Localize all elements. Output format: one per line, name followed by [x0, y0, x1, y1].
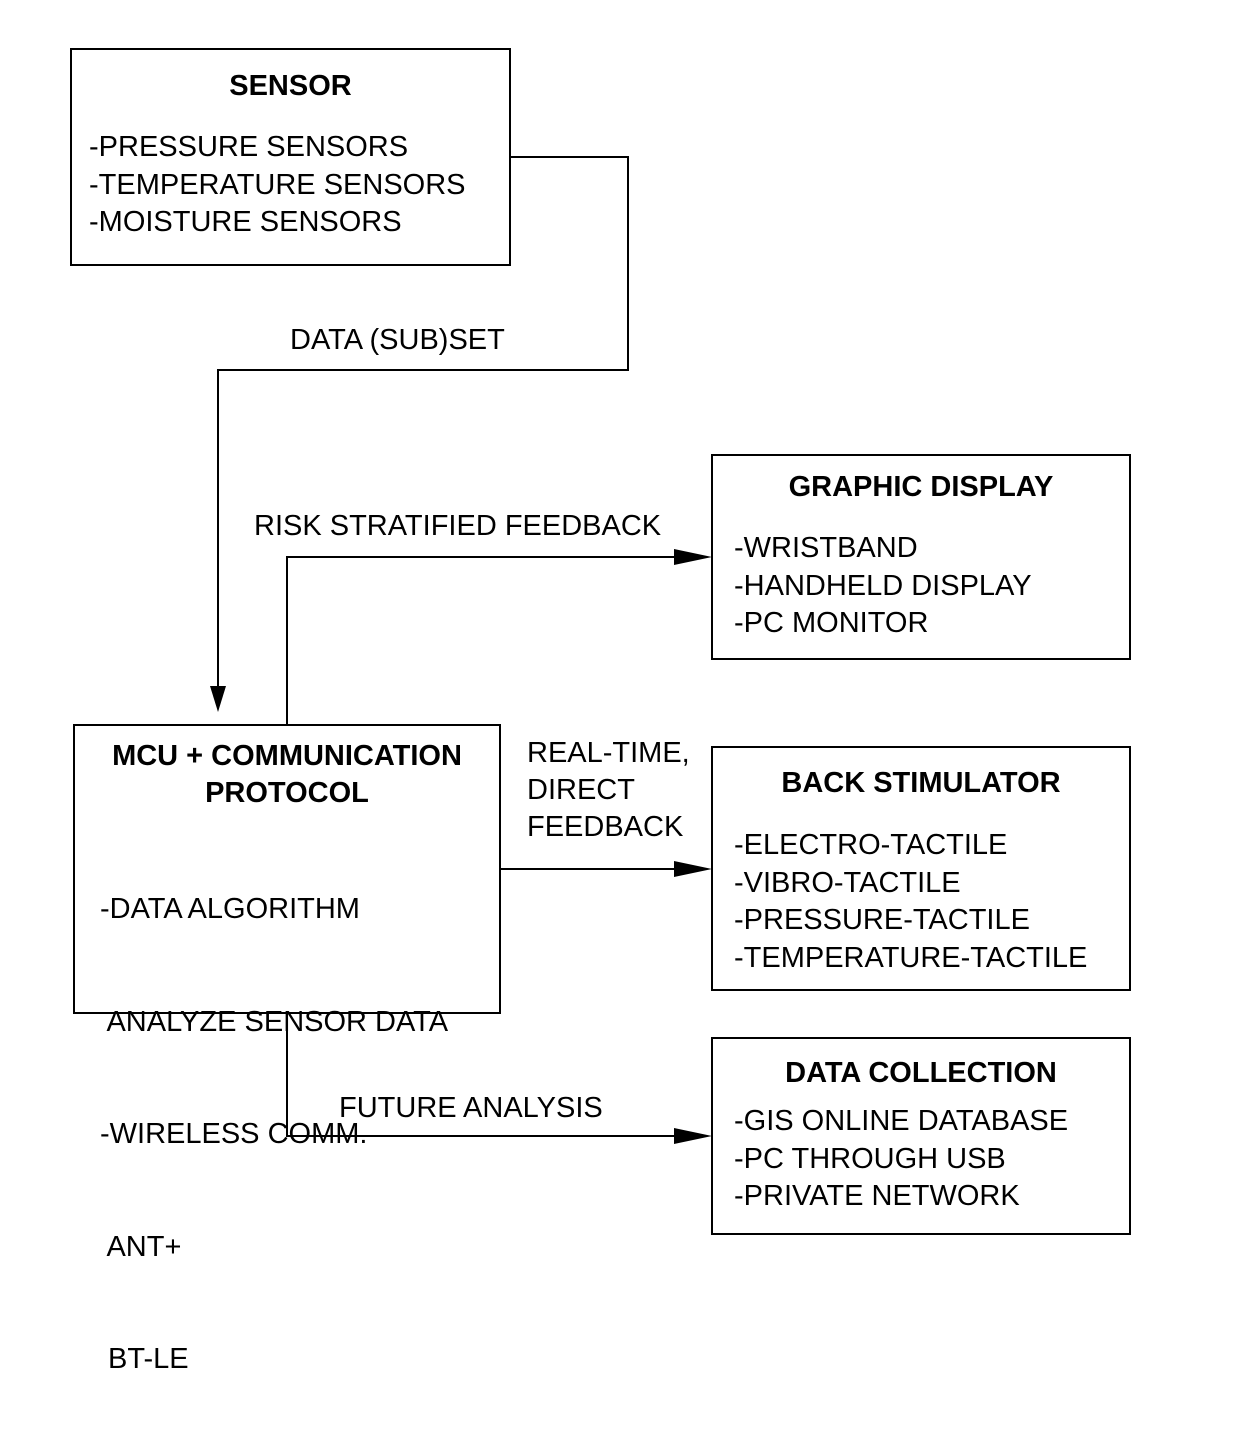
arrowhead-into-stimulator: [674, 861, 712, 877]
edge-label-future-analysis: FUTURE ANALYSIS: [339, 1090, 603, 1127]
mcu-title-line1: MCU + COMMUNICATION: [75, 738, 499, 775]
list-item: -GIS ONLINE DATABASE: [734, 1103, 1068, 1141]
graphic-display-title: GRAPHIC DISPLAY: [713, 469, 1129, 506]
list-item: BT-LE: [100, 1341, 448, 1379]
list-item: -TEMPERATURE-TACTILE: [734, 940, 1087, 978]
list-item: ANALYZE SENSOR DATA: [100, 1004, 448, 1042]
graphic-display-box: GRAPHIC DISPLAY -WRISTBAND -HANDHELD DIS…: [711, 454, 1131, 660]
mcu-title-line2: PROTOCOL: [75, 775, 499, 812]
edge-label-line: FEEDBACK: [527, 809, 690, 846]
list-item: -MOISTURE SENSORS: [89, 204, 466, 242]
back-stimulator-title: BACK STIMULATOR: [713, 765, 1129, 802]
list-item: -VIBRO-TACTILE: [734, 865, 1087, 903]
sensor-item-list: -PRESSURE SENSORS -TEMPERATURE SENSORS -…: [89, 129, 466, 242]
arrowhead-into-mcu: [210, 686, 226, 712]
sensor-title: SENSOR: [72, 68, 509, 105]
list-item: -PRESSURE SENSORS: [89, 129, 466, 167]
mcu-box: MCU + COMMUNICATION PROTOCOL -DATA ALGOR…: [73, 724, 501, 1014]
list-item: -PC THROUGH USB: [734, 1141, 1068, 1179]
edge-label-realtime-feedback: REAL-TIME, DIRECT FEEDBACK: [527, 735, 690, 846]
edge-label-risk-stratified-feedback: RISK STRATIFIED FEEDBACK: [254, 508, 661, 545]
back-stimulator-item-list: -ELECTRO-TACTILE -VIBRO-TACTILE -PRESSUR…: [734, 827, 1087, 977]
list-item: -HANDHELD DISPLAY: [734, 568, 1032, 606]
list-item: -PC MONITOR: [734, 605, 1032, 643]
arrowhead-into-collection: [674, 1128, 712, 1144]
list-item: -DATA ALGORITHM: [100, 891, 448, 929]
data-collection-box: DATA COLLECTION -GIS ONLINE DATABASE -PC…: [711, 1037, 1131, 1235]
arrowhead-into-display: [674, 549, 712, 565]
data-collection-item-list: -GIS ONLINE DATABASE -PC THROUGH USB -PR…: [734, 1103, 1068, 1216]
list-item: -WRISTBAND: [734, 530, 1032, 568]
back-stimulator-box: BACK STIMULATOR -ELECTRO-TACTILE -VIBRO-…: [711, 746, 1131, 991]
edge-label-line: DIRECT: [527, 772, 690, 809]
data-collection-title: DATA COLLECTION: [713, 1055, 1129, 1092]
edge-label-line: REAL-TIME,: [527, 735, 690, 772]
list-item: -PRIVATE NETWORK: [734, 1178, 1068, 1216]
list-item: -PRESSURE-TACTILE: [734, 902, 1087, 940]
list-item: -TEMPERATURE SENSORS: [89, 167, 466, 205]
list-item: -ELECTRO-TACTILE: [734, 827, 1087, 865]
graphic-display-item-list: -WRISTBAND -HANDHELD DISPLAY -PC MONITOR: [734, 530, 1032, 643]
list-item: ANT+: [100, 1229, 448, 1267]
edge-label-data-subset: DATA (SUB)SET: [290, 322, 505, 359]
sensor-box: SENSOR -PRESSURE SENSORS -TEMPERATURE SE…: [70, 48, 511, 266]
mcu-item-list: -DATA ALGORITHM ANALYZE SENSOR DATA -WIR…: [100, 816, 448, 1454]
edge-mcu-to-display: [287, 557, 676, 724]
